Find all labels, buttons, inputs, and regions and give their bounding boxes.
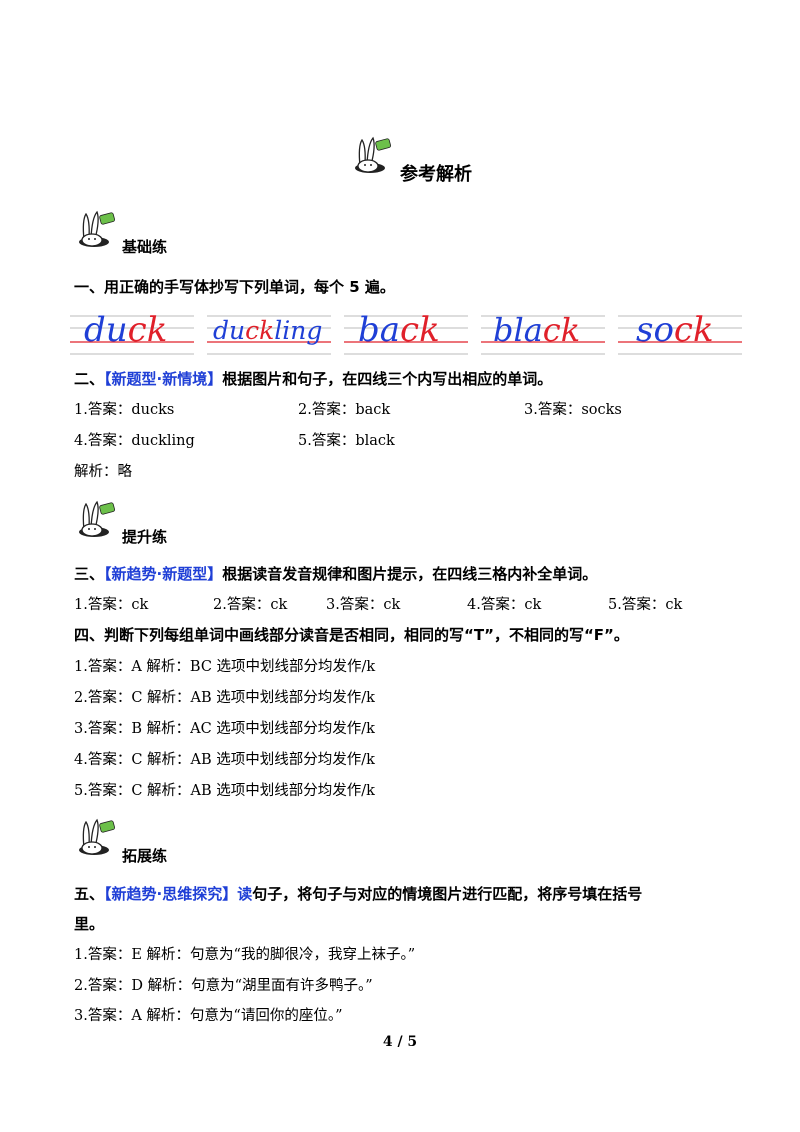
handwriting-word: sock <box>618 312 742 358</box>
hw-blue: so <box>636 310 674 350</box>
question-5-cont: 里。 <box>74 915 105 933</box>
section-improve: 提升练 <box>122 528 168 546</box>
handwriting-word: duck <box>70 312 194 358</box>
question-2: 二、【新题型·新情境】根据图片和句子，在四线三个内写出相应的单词。 <box>74 370 553 388</box>
answer-line: 5.答案：C 解析：AB 选项中划线部分均发作/k <box>74 783 375 799</box>
hw-blue: ba <box>358 310 401 350</box>
answer-line: 3.答案：ck <box>326 597 401 613</box>
bunny-icon <box>355 136 392 173</box>
answer-line: 1.答案：E 解析：句意为“我的脚很冷，我穿上袜子。” <box>74 947 416 963</box>
question-5: 五、【新趋势·思维探究】读句子，将句子与对应的情境图片进行匹配，将序号填在括号 <box>74 885 643 903</box>
answer-line: 3.答案：A 解析：句意为“请回你的座位。” <box>74 1008 343 1024</box>
hw-red: ck <box>673 310 714 350</box>
answer-line: 1.答案：A 解析：BC 选项中划线部分均发作/k <box>74 659 376 675</box>
answer-line: 3.答案：B 解析：AC 选项中划线部分均发作/k <box>74 721 375 737</box>
section-extend: 拓展练 <box>122 847 168 865</box>
answer-line: 2.答案：D 解析：句意为“湖里面有许多鸭子。” <box>74 978 373 994</box>
question-1: 一、用正确的手写体抄写下列单词，每个 5 遍。 <box>74 278 395 296</box>
question-4: 四、判断下列每组单词中画线部分读音是否相同，相同的写“T”，不相同的写“F”。 <box>74 626 629 644</box>
answer-line: 3.答案：socks <box>524 402 622 418</box>
handwriting-word: duckling <box>207 312 331 358</box>
answer-line: 5.答案：ck <box>608 597 683 613</box>
answer-line: 2.答案：back <box>298 402 391 418</box>
handwriting-word: black <box>481 312 605 358</box>
hw-blue: du <box>213 316 246 345</box>
hw-red: ck <box>245 316 275 345</box>
analysis-line: 解析：略 <box>74 464 132 480</box>
question-tag: 【新题型·新情境】 <box>104 370 223 388</box>
answer-line: 2.答案：ck <box>213 597 288 613</box>
answer-line: 1.答案：ducks <box>74 402 175 418</box>
section-basic: 基础练 <box>122 238 168 256</box>
answer-line: 5.答案：black <box>298 433 395 449</box>
hw-blue: bla <box>493 311 543 349</box>
answer-line: 2.答案：C 解析：AB 选项中划线部分均发作/k <box>74 690 375 706</box>
handwriting-word: back <box>344 312 468 358</box>
hw-blue: du <box>84 310 128 350</box>
answer-line: 1.答案：ck <box>74 597 149 613</box>
hw-rest: ling <box>274 316 323 345</box>
question-tag: 【新趋势·新题型】 <box>104 565 223 583</box>
question-3: 三、【新趋势·新题型】根据读音发音规律和图片提示，在四线三格内补全单词。 <box>74 565 598 583</box>
bunny-icon <box>79 210 116 247</box>
page-number: 4 / 5 <box>382 1034 418 1050</box>
hw-red: ck <box>400 310 440 350</box>
answer-line: 4.答案：C 解析：AB 选项中划线部分均发作/k <box>74 752 375 768</box>
page-title: 参考解析 <box>400 164 472 185</box>
bunny-icon <box>79 818 116 855</box>
answer-line: 4.答案：ck <box>467 597 542 613</box>
hw-red: ck <box>542 311 581 349</box>
bunny-icon <box>79 500 116 537</box>
question-tag: 【新趋势·思维探究】 <box>104 885 238 903</box>
hw-red: ck <box>127 310 168 350</box>
answer-line: 4.答案：duckling <box>74 433 195 449</box>
